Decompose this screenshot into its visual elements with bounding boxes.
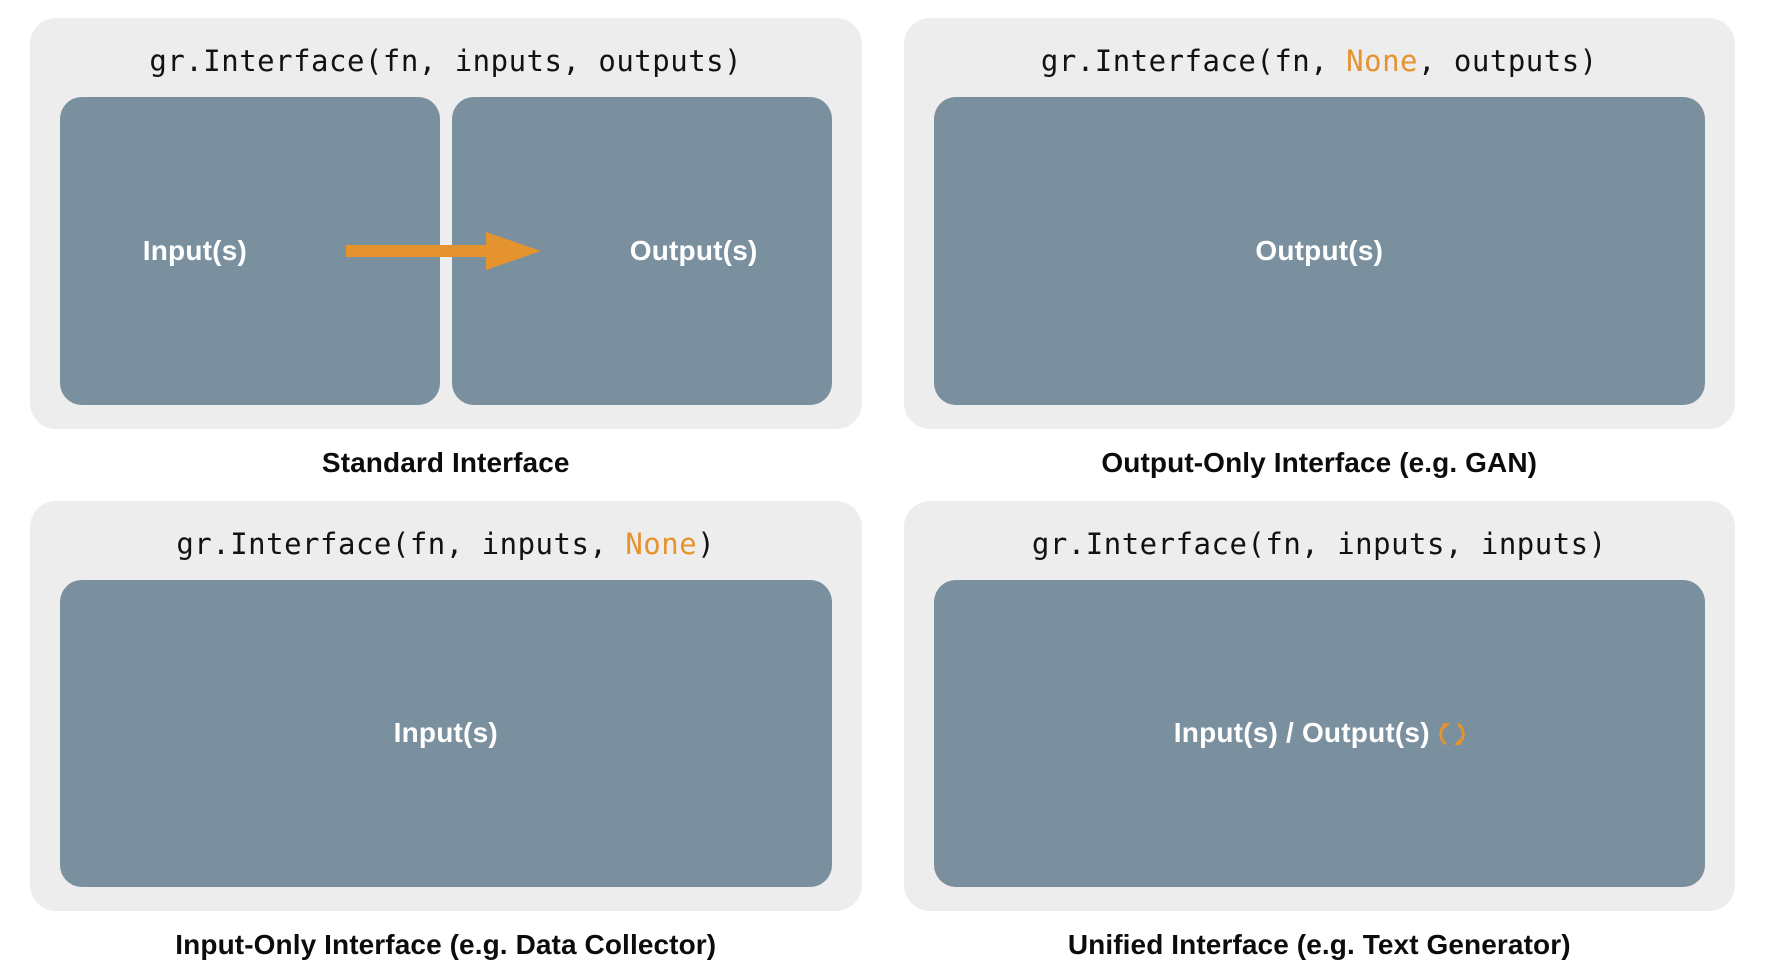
code-signature-unified: gr.Interface(fn, inputs, inputs) [1032, 525, 1607, 564]
io-box-label: Input(s) [143, 235, 247, 267]
io-box-label-text: Output(s) [1255, 234, 1384, 266]
code-pre-standard: gr.Interface(fn, inputs, outputs) [149, 44, 743, 78]
io-box-label-text: Input(s) [393, 717, 498, 749]
code-signature-standard: gr.Interface(fn, inputs, outputs) [149, 42, 742, 81]
io-box-label: Output(s) [1255, 235, 1383, 267]
code-none-token-input-only: None [625, 526, 698, 561]
code-post-output-only: , outputs) [1418, 44, 1598, 78]
panel-input-only-interface: gr.Interface(fn, inputs, None) Input(s) [30, 500, 862, 911]
code-pre-output-only: gr.Interface(fn, [1040, 44, 1347, 78]
code-pre-input-only: gr.Interface(fn, inputs, [176, 526, 626, 561]
io-box-label: Input(s) [394, 717, 498, 749]
code-signature-output-only: gr.Interface(fn, None, outputs) [1041, 42, 1598, 81]
code-signature-input-only: gr.Interface(fn, inputs, None) [176, 525, 715, 564]
cycle-icon [1438, 722, 1465, 746]
io-boxes-output-only: Output(s) [933, 97, 1705, 405]
caption-standard-interface: Standard Interface [321, 446, 570, 478]
io-box-label-text: Output(s) [629, 234, 758, 266]
caption-output-only-interface: Output-Only Interface (e.g. GAN) [1101, 446, 1538, 478]
code-pre-unified: gr.Interface(fn, inputs, inputs) [1031, 526, 1607, 561]
io-box-label: Output(s) [630, 235, 758, 267]
io-box-output-standard: Output(s) [451, 97, 832, 405]
quadrant-unified-interface: gr.Interface(fn, inputs, inputs) Input(s… [903, 500, 1735, 966]
panel-unified-interface: gr.Interface(fn, inputs, inputs) Input(s… [903, 500, 1735, 911]
code-none-token-output-only: None [1346, 44, 1419, 78]
quadrant-output-only-interface: gr.Interface(fn, None, outputs) Output(s… [903, 18, 1735, 483]
io-boxes-unified: Input(s) / Output(s) [933, 579, 1705, 887]
io-box-label-text: Input(s) [142, 234, 247, 266]
caption-unified-interface: Unified Interface (e.g. Text Generator) [1067, 929, 1571, 960]
io-box-unified: Input(s) / Output(s) [933, 579, 1705, 887]
panel-output-only-interface: gr.Interface(fn, None, outputs) Output(s… [903, 18, 1735, 429]
panel-standard-interface: gr.Interface(fn, inputs, outputs) Input(… [30, 18, 862, 429]
io-box-label: Input(s) / Output(s) [1174, 717, 1465, 749]
io-boxes-input-only: Input(s) [60, 579, 832, 887]
io-box-input-only: Input(s) [60, 579, 832, 887]
caption-input-only-interface: Input-Only Interface (e.g. Data Collecto… [175, 929, 717, 960]
io-boxes-standard: Input(s) Output(s) [60, 97, 832, 405]
io-box-label-text: Input(s) / Output(s) [1173, 717, 1430, 749]
quadrant-input-only-interface: gr.Interface(fn, inputs, None) Input(s) … [30, 500, 862, 966]
io-box-output-only: Output(s) [933, 97, 1705, 405]
code-post-input-only: ) [697, 526, 716, 561]
io-box-input-standard: Input(s) [60, 97, 440, 405]
quadrant-standard-interface: gr.Interface(fn, inputs, outputs) Input(… [30, 18, 862, 483]
